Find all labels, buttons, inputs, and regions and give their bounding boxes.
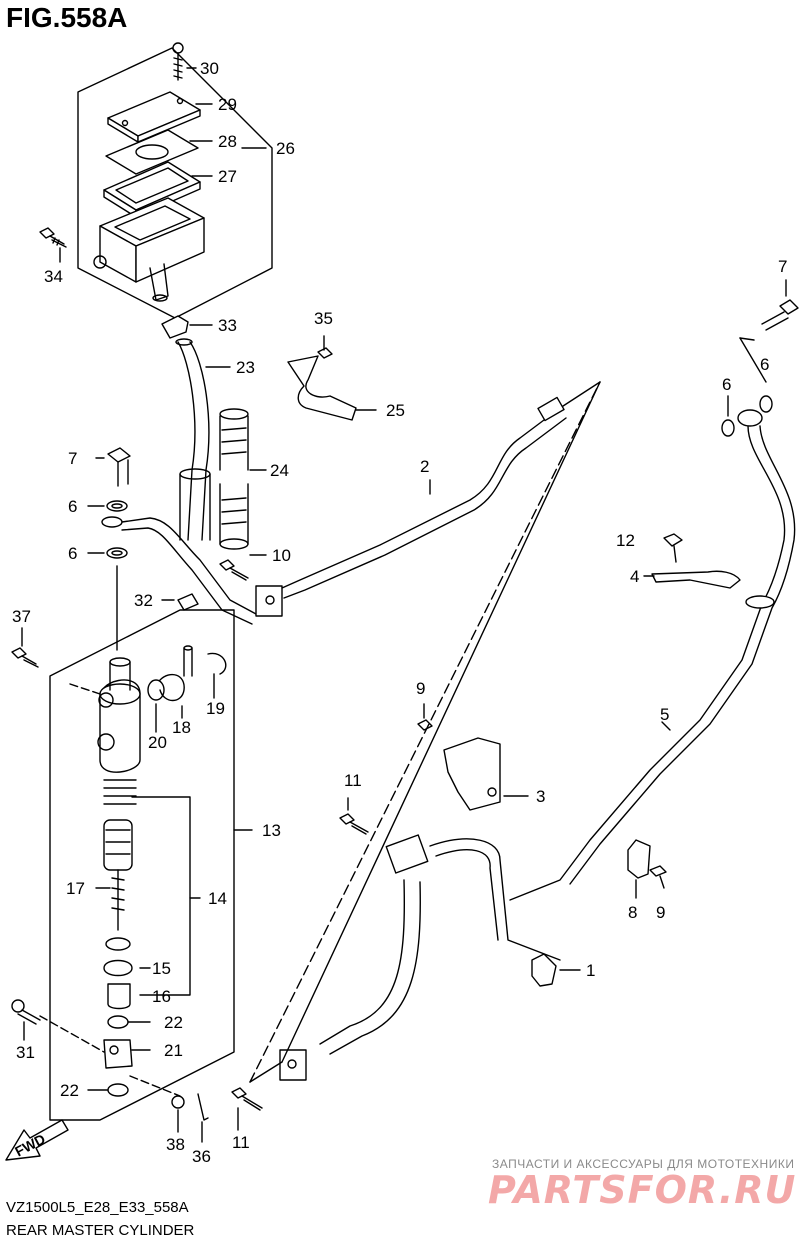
callout-32: 32: [134, 591, 153, 610]
figure-title: FIG.558A: [6, 2, 128, 33]
callout-21: 21: [164, 1041, 183, 1060]
callout-5: 5: [660, 705, 669, 724]
callout-9-upper: 9: [416, 679, 425, 698]
callout-26: 26: [276, 139, 295, 158]
callout-25: 25: [386, 401, 405, 420]
callout-24: 24: [270, 461, 289, 480]
brake-hose-2: [281, 381, 601, 589]
diagram-code: VZ1500L5_E28_E33_558A: [6, 1199, 189, 1216]
callout-14: 14: [208, 889, 227, 908]
callout-3: 3: [536, 787, 545, 806]
callout-11-lower: 11: [232, 1133, 250, 1152]
watermark-brand: PARTSFOR.RU: [488, 1168, 797, 1212]
callout-6-d: 6: [722, 375, 731, 394]
callout-6-a: 6: [68, 497, 77, 516]
callout-37: 37: [12, 607, 31, 626]
callout-23: 23: [236, 358, 255, 377]
callout-35: 35: [314, 309, 333, 328]
callout-4: 4: [630, 567, 639, 586]
master-cylinder-group-frame: [49, 609, 235, 1121]
callout-9-lower: 9: [656, 903, 665, 922]
reservoir-plate: [105, 129, 199, 175]
callout-38: 38: [166, 1135, 185, 1154]
clip-25: [287, 355, 357, 421]
brake-hose-5: [509, 425, 786, 901]
callout-34: 34: [44, 267, 63, 286]
callout-36: 36: [192, 1147, 211, 1166]
callout-6-c: 6: [760, 355, 769, 374]
reservoir-group-frame: [77, 47, 273, 319]
callout-28: 28: [218, 132, 237, 151]
callout-33: 33: [218, 316, 237, 335]
callout-27: 27: [218, 167, 237, 186]
diagram-name: REAR MASTER CYLINDER: [6, 1222, 195, 1239]
watermark-tagline: ЗАПЧАСТИ И АКСЕССУАРЫ ДЛЯ МОТОТЕХНИКИ: [492, 1157, 795, 1171]
callout-22-b: 22: [60, 1081, 79, 1100]
reservoir-hose: [177, 341, 196, 541]
callout-12: 12: [616, 531, 635, 550]
callout-16: 16: [152, 987, 171, 1006]
callout-31: 31: [16, 1043, 35, 1062]
callout-30: 30: [200, 59, 219, 78]
callout-13: 13: [262, 821, 281, 840]
callout-20: 20: [148, 733, 167, 752]
callout-1: 1: [586, 961, 595, 980]
callout-19: 19: [206, 699, 225, 718]
callout-17: 17: [66, 879, 85, 898]
callout-18: 18: [172, 718, 191, 737]
callout-15: 15: [152, 959, 171, 978]
callout-7-right: 7: [778, 257, 787, 276]
callout-22-a: 22: [164, 1013, 183, 1032]
callout-10: 10: [272, 546, 291, 565]
callout-6-b: 6: [68, 544, 77, 563]
callout-2: 2: [420, 457, 429, 476]
callout-11-upper: 11: [344, 771, 362, 790]
callout-29: 29: [218, 95, 237, 114]
hose-clamp-33: [161, 315, 189, 339]
callout-7-left: 7: [68, 449, 77, 468]
callout-8: 8: [628, 903, 637, 922]
